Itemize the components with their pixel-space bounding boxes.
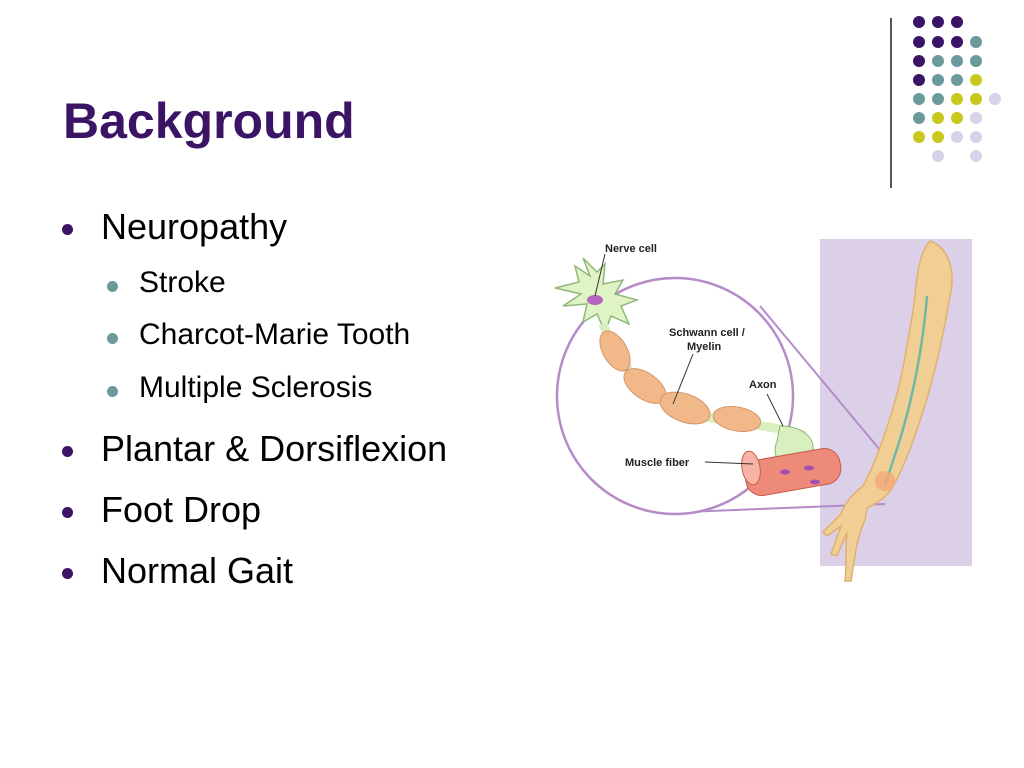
myelin-segment [659, 391, 711, 425]
leader-muscle-fiber [704, 461, 754, 465]
nerve-cell-body [554, 257, 640, 334]
header-divider [890, 18, 892, 188]
sub-bullet-dot [107, 281, 118, 292]
nerve-muscle-illustration: Nerve cell Schwann cell / Myelin Axon Mu… [545, 236, 975, 590]
label-muscle-fiber: Muscle fiber [625, 457, 690, 469]
label-schwann-cell: Schwann cell / [669, 327, 745, 339]
label-myelin: Myelin [687, 341, 722, 353]
muscle-nucleus [804, 465, 814, 471]
leader-schwann [672, 353, 694, 405]
label-nerve-cell: Nerve cell [605, 243, 657, 255]
arm-shape [821, 240, 953, 582]
leader-nerve-cell [594, 253, 606, 297]
sub-bullet-dot [107, 333, 118, 344]
label-axon: Axon [749, 379, 777, 391]
slide-title: Background [63, 93, 355, 149]
bullet-dot [62, 507, 73, 518]
myelin-segment [599, 330, 631, 372]
leader-axon [766, 393, 784, 427]
myelin-segment [712, 405, 762, 433]
bullet-dot [62, 446, 73, 457]
nerve-nucleus [587, 295, 603, 305]
zoom-line-top [759, 305, 886, 457]
muscle-nucleus [810, 479, 820, 485]
bullet-dot [62, 568, 73, 579]
arm-highlight [875, 471, 895, 491]
muscle-fiber-end [741, 450, 761, 486]
decorative-dot-grid [913, 16, 1001, 162]
bullet-dot [62, 224, 73, 235]
muscle-nucleus [780, 469, 790, 475]
sub-bullet-dot [107, 386, 118, 397]
arm-nerve-line [883, 295, 929, 487]
